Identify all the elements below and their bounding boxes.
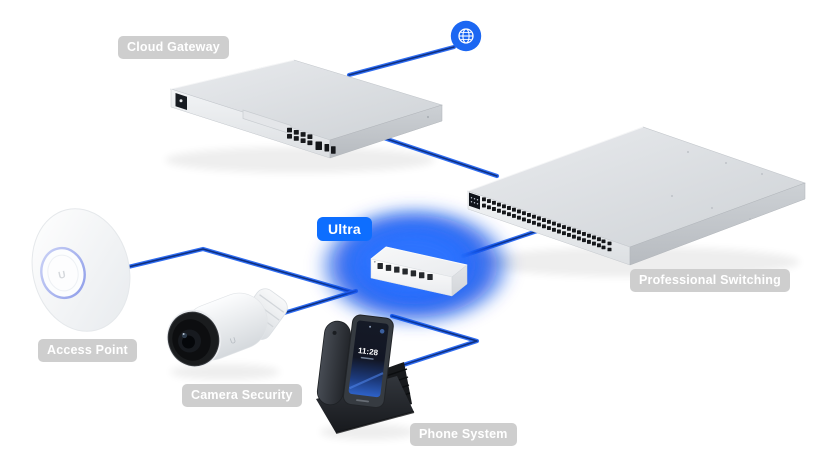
camera-lens — [166, 309, 222, 368]
cable-cloud-gateway-internet — [346, 44, 457, 78]
switch-top-screws — [671, 151, 763, 220]
professional-switching-device — [467, 126, 806, 266]
globe-icon — [450, 20, 482, 52]
camera-logo: U — [229, 335, 237, 345]
access-point-label[interactable]: Access Point — [38, 339, 137, 362]
switch-display — [469, 192, 480, 210]
switch-port-grid — [482, 197, 612, 252]
access-point-logo: U — [57, 270, 66, 282]
phone-handset — [316, 320, 351, 406]
phone-system-label[interactable]: Phone System — [410, 423, 517, 446]
phone-clock: 11:28 — [358, 346, 380, 357]
cable-cloud-gateway-professional-switching — [375, 133, 500, 179]
camera-security-device: U — [166, 288, 288, 368]
professional-switching-label[interactable]: Professional Switching — [630, 269, 790, 292]
phone-body: 11:28 — [342, 314, 394, 409]
cloud-gateway-label[interactable]: Cloud Gateway — [118, 36, 229, 59]
ultra-device — [370, 246, 468, 297]
gateway-uplink-ports — [315, 141, 336, 154]
ultra-port-grid — [377, 263, 433, 281]
cable-ultra-access-point — [125, 246, 355, 295]
cloud-gateway-device — [169, 59, 444, 159]
ultra-label[interactable]: Ultra — [317, 217, 372, 241]
phone-system-device: 11:28 — [316, 314, 415, 434]
access-point-device: U — [31, 208, 131, 332]
gateway-display — [175, 93, 187, 110]
gateway-port-grid — [287, 127, 313, 146]
camera-security-label[interactable]: Camera Security — [182, 384, 302, 407]
